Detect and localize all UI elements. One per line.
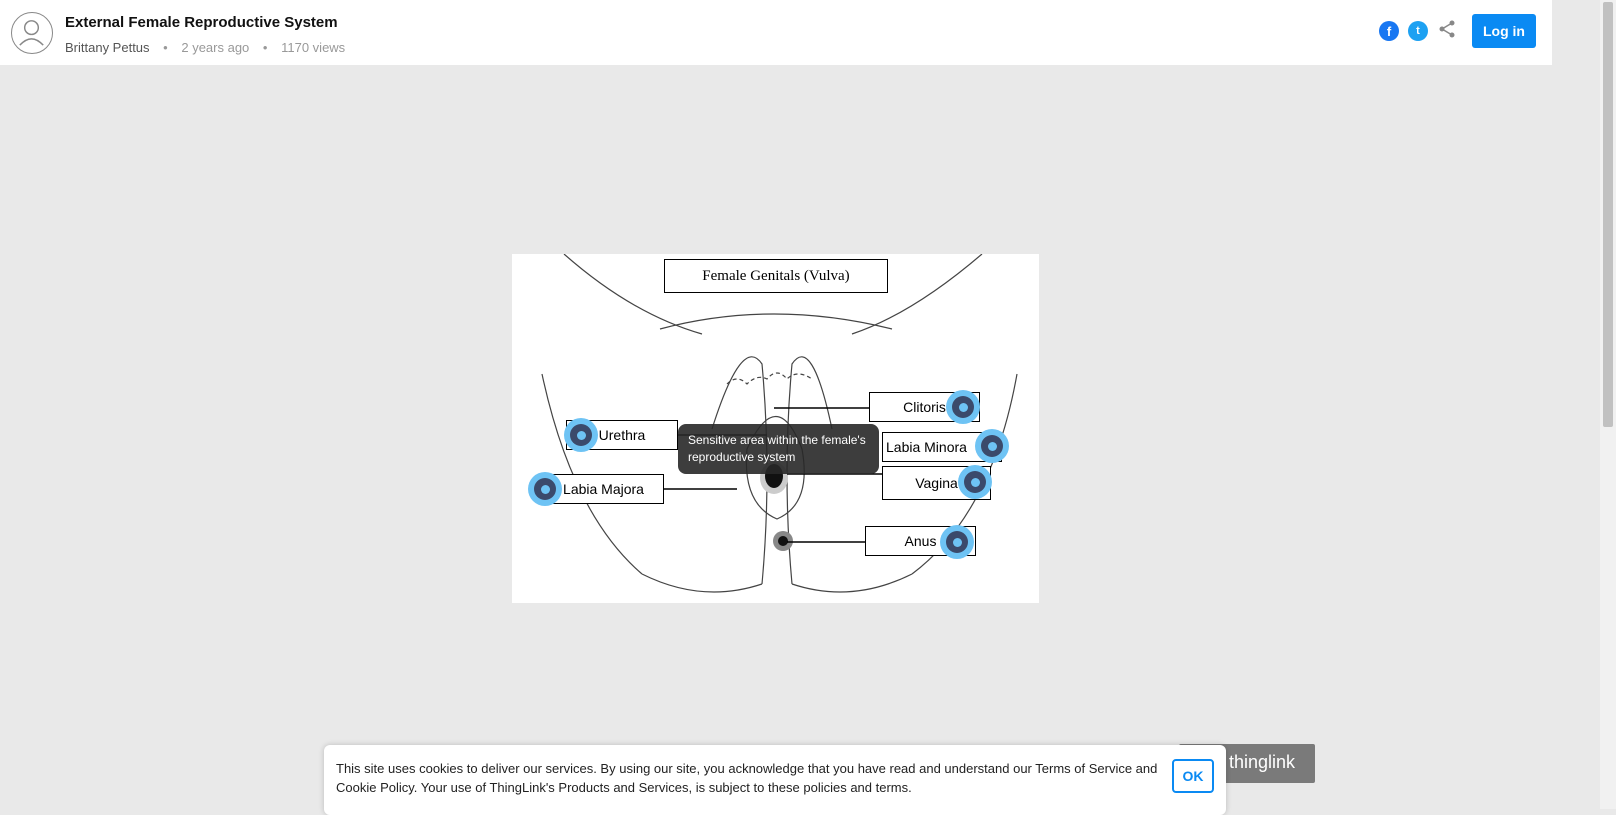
cookie-text: This site uses cookies to deliver our se… <box>336 761 1158 795</box>
login-button[interactable]: Log in <box>1472 14 1536 48</box>
dot: • <box>262 40 268 55</box>
hotspot-vagina[interactable] <box>958 465 992 499</box>
hotspot-clitoris[interactable] <box>946 390 980 424</box>
diagram-title: Female Genitals (Vulva) <box>664 259 888 293</box>
meta: Brittany Pettus • 2 years ago • 1170 vie… <box>65 40 345 55</box>
view-count: 1170 views <box>281 40 346 55</box>
hotspot-labia-minora[interactable] <box>975 429 1009 463</box>
hotspot-anus[interactable] <box>940 525 974 559</box>
header: External Female Reproductive System Brit… <box>0 0 1552 65</box>
hotspot-labia-majora[interactable] <box>528 472 562 506</box>
twitter-icon[interactable]: t <box>1408 21 1428 41</box>
scrollbar[interactable] <box>1600 0 1616 809</box>
author-link[interactable]: Brittany Pettus <box>65 40 150 55</box>
page-title: External Female Reproductive System <box>65 14 338 31</box>
facebook-icon[interactable]: f <box>1379 21 1399 41</box>
cookie-banner: This site uses cookies to deliver our se… <box>324 745 1226 815</box>
cookie-ok-button[interactable]: OK <box>1172 759 1214 793</box>
label-labia-majora: Labia Majora <box>543 474 664 504</box>
share-icon[interactable] <box>1437 19 1457 44</box>
hotspot-urethra[interactable] <box>564 418 598 452</box>
dot: • <box>163 40 168 55</box>
hotspot-tooltip: Sensitive area within the female's repro… <box>678 424 879 474</box>
age: 2 years ago <box>181 40 250 55</box>
avatar[interactable] <box>11 12 53 54</box>
